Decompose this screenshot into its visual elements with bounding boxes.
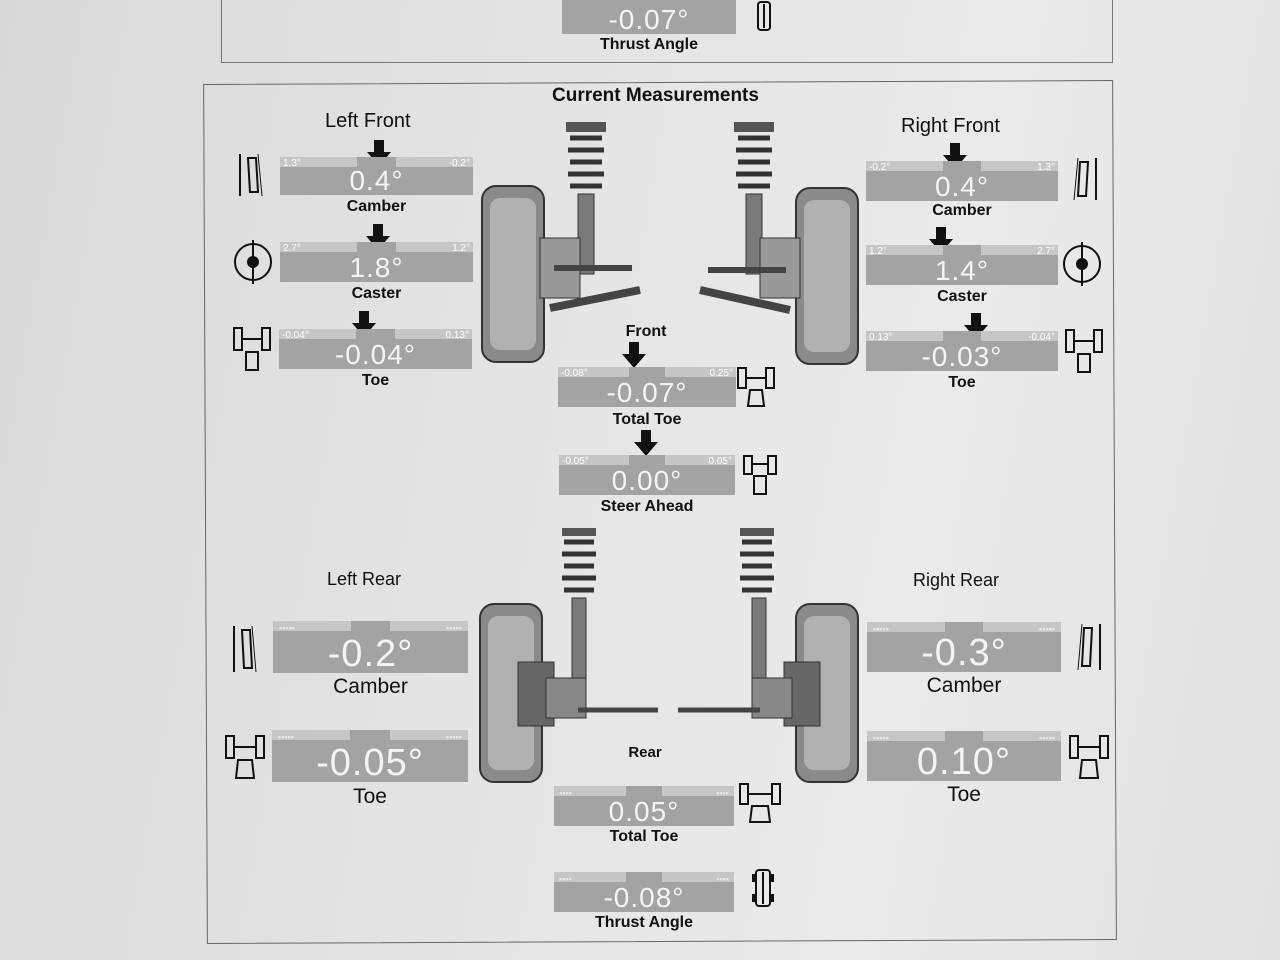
total-toe-icon [737,367,775,407]
camber-icon [233,625,257,673]
gauge-value: -0.05° [316,742,424,782]
gauge-min: -0.08° [561,368,588,379]
rr-camber-label: Camber [926,674,1002,697]
rr-camber-gauge: ▪▪▪▪▪ ▪▪▪▪▪ -0.3° [867,622,1061,672]
lf-toe-label: Toe [361,372,390,389]
toe-icon [233,327,271,371]
gauge-max: 0.25° [709,368,733,379]
rear-total-toe-label: Total Toe [609,828,679,845]
indicator-arrow [622,342,646,368]
camber-icon [1077,623,1101,671]
gauge-min: -0.2° [869,162,891,173]
gauge-min: -0.04° [282,330,309,341]
lf-caster-gauge: 2.7° 1.2° 1.8° [280,242,473,282]
top-thrust-angle-gauge: -0.07° [562,0,736,34]
gauge-max: -0.04° [1028,332,1055,343]
steer-ahead-icon [743,455,777,495]
camber-icon [1073,157,1097,201]
gauge-max: 1.2° [452,243,470,254]
gauge-max: 0.13° [445,330,469,341]
steer-ahead-label: Steer Ahead [600,498,694,515]
lf-camber-label: Camber [346,198,407,215]
front-suspension-illustration [481,122,859,365]
gauge-value: 0.10° [916,741,1012,781]
gauge-max: 1.3° [1037,162,1055,173]
top-thrust-angle-label: Thrust Angle [599,36,699,53]
gauge-min: 1.3° [283,158,301,169]
right-front-heading: Right Front [901,115,1000,137]
lr-camber-label: Camber [333,675,408,698]
gauge-value: 0.4° [934,171,990,201]
caster-icon [1063,242,1101,286]
gauge-value: 0.00° [611,465,683,495]
gauge-value: -0.07° [608,4,690,34]
gauge-max: 0.05° [708,456,732,467]
rear-thrust-angle-gauge: ▪▪▪▪ ▪▪▪▪ -0.08° [554,872,734,912]
lf-toe-gauge: -0.04° 0.13° -0.04° [279,329,472,369]
gauge-value: -0.07° [606,377,688,407]
gauge-value: 0.4° [349,165,404,195]
gauge-value: -0.03° [921,341,1003,371]
rf-toe-gauge: 0.13° -0.04° -0.03° [866,331,1058,371]
previous-section-frame [221,0,1113,63]
front-heading: Front [625,323,667,340]
lf-caster-label: Caster [351,285,402,302]
front-total-toe-gauge: -0.08° 0.25° -0.07° [558,367,736,407]
gauge-min: 1.2° [869,246,887,257]
gauge-value: -0.08° [603,882,685,912]
rr-toe-gauge: ▪▪▪▪▪ ▪▪▪▪▪ 0.10° [867,731,1061,781]
rf-camber-label: Camber [932,202,992,219]
rear-heading: Rear [628,744,662,761]
front-total-toe-label: Total Toe [612,411,682,428]
gauge-min: 2.7° [283,243,301,254]
left-rear-heading: Left Rear [327,569,402,589]
thrust-angle-icon [757,1,771,31]
gauge-value: 1.4° [934,255,990,285]
gauge-value: -0.04° [334,339,417,369]
rear-thrust-angle-label: Thrust Angle [594,914,694,931]
gauge-value: 0.05° [608,796,680,826]
gauge-max: 2.7° [1037,246,1055,257]
lr-toe-label: Toe [353,785,387,808]
page-title: Current Measurements [552,85,759,106]
rear-suspension-illustration [479,528,859,783]
rf-toe-label: Toe [948,374,976,391]
gauge-value: -0.2° [327,633,414,673]
caster-icon [234,240,272,284]
right-rear-heading: Right Rear [913,570,1000,590]
camber-icon [239,153,263,197]
gauge-min: -0.05° [562,456,589,467]
rf-camber-gauge: -0.2° 1.3° 0.4° [866,161,1058,201]
gauge-min: 0.13° [869,332,893,343]
total-toe-icon [739,783,781,823]
gauge-max: -0.2° [448,158,470,169]
rf-caster-gauge: 1.2° 2.7° 1.4° [866,245,1058,285]
lr-toe-gauge: ▪▪▪▪▪ ▪▪▪▪▪ -0.05° [272,730,468,782]
rear-total-toe-gauge: ▪▪▪▪ ▪▪▪▪ 0.05° [554,786,734,826]
gauge-value: -0.3° [921,632,1007,672]
lf-camber-gauge: 1.3° -0.2° 0.4° [280,157,473,195]
lr-camber-gauge: ▪▪▪▪▪ ▪▪▪▪▪ -0.2° [273,621,468,673]
left-front-heading: Left Front [325,110,411,132]
rf-caster-label: Caster [937,288,987,305]
gauge-value: 1.8° [349,252,404,282]
toe-icon [1065,329,1103,373]
steer-ahead-gauge: -0.05° 0.05° 0.00° [559,455,735,495]
rr-toe-label: Toe [947,783,981,806]
indicator-arrow [634,430,658,456]
thrust-angle-icon [752,869,774,907]
toe-icon [1069,735,1109,779]
toe-icon [225,735,265,779]
